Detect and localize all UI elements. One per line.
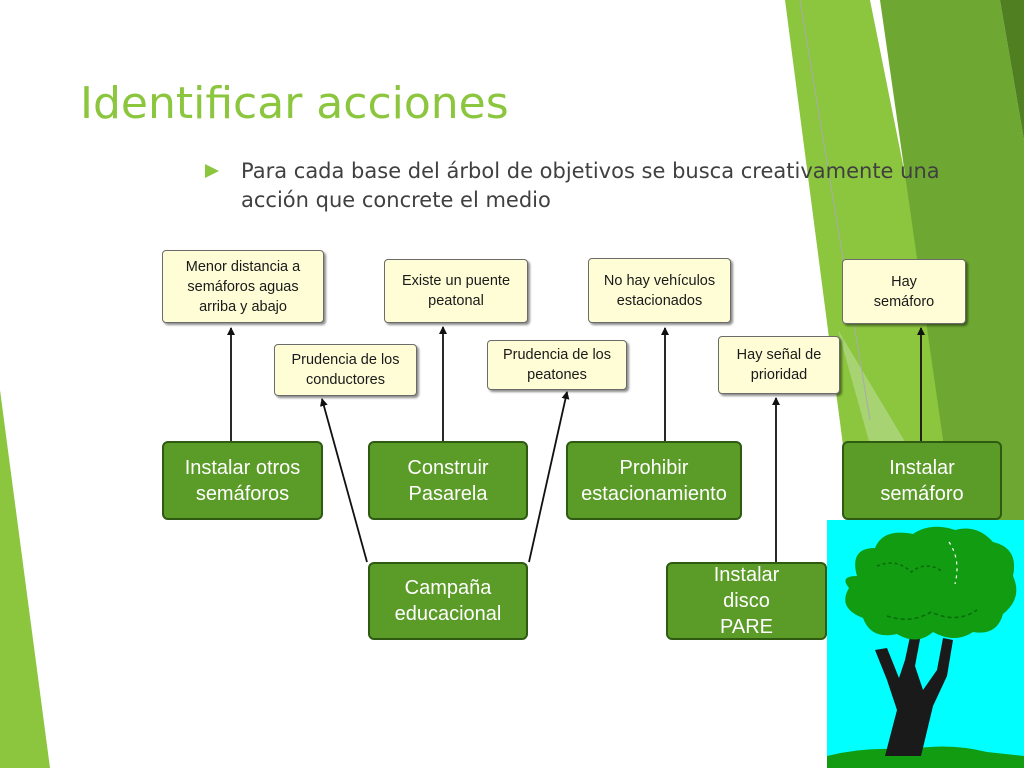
mean-box-menor-distancia: Menor distancia a semáforos aguas arriba… <box>162 250 324 323</box>
action-box-disco-pare: Instalar disco PARE <box>666 562 827 640</box>
mean-box-senal-prioridad: Hay señal de prioridad <box>718 336 840 394</box>
tree-image <box>827 520 1024 768</box>
action-box-instalar-otros: Instalar otros semáforos <box>162 441 323 520</box>
left-green-stripe <box>0 390 50 768</box>
action-box-construir-pasarela: Construir Pasarela <box>368 441 528 520</box>
action-box-prohibir: Prohibir estacionamiento <box>566 441 742 520</box>
mean-box-hay-semaforo: Hay semáforo <box>842 259 966 324</box>
decor-line <box>799 0 871 421</box>
slide-title: Identificar acciones <box>80 78 509 129</box>
action-box-campana: Campaña educacional <box>368 562 528 640</box>
mean-box-prudencia-conductores: Prudencia de los conductores <box>274 344 417 396</box>
mean-box-puente-peatonal: Existe un puente peatonal <box>384 259 528 323</box>
bullet-text: Para cada base del árbol de objetivos se… <box>241 159 940 212</box>
mean-box-no-vehiculos: No hay vehículos estacionados <box>588 258 731 323</box>
right-green-stripe-3 <box>1000 0 1024 140</box>
triangle-bullet-icon <box>205 164 219 178</box>
mean-box-prudencia-peatones: Prudencia de los peatones <box>487 340 627 390</box>
action-box-instalar-semaforo: Instalar semáforo <box>842 441 1002 520</box>
